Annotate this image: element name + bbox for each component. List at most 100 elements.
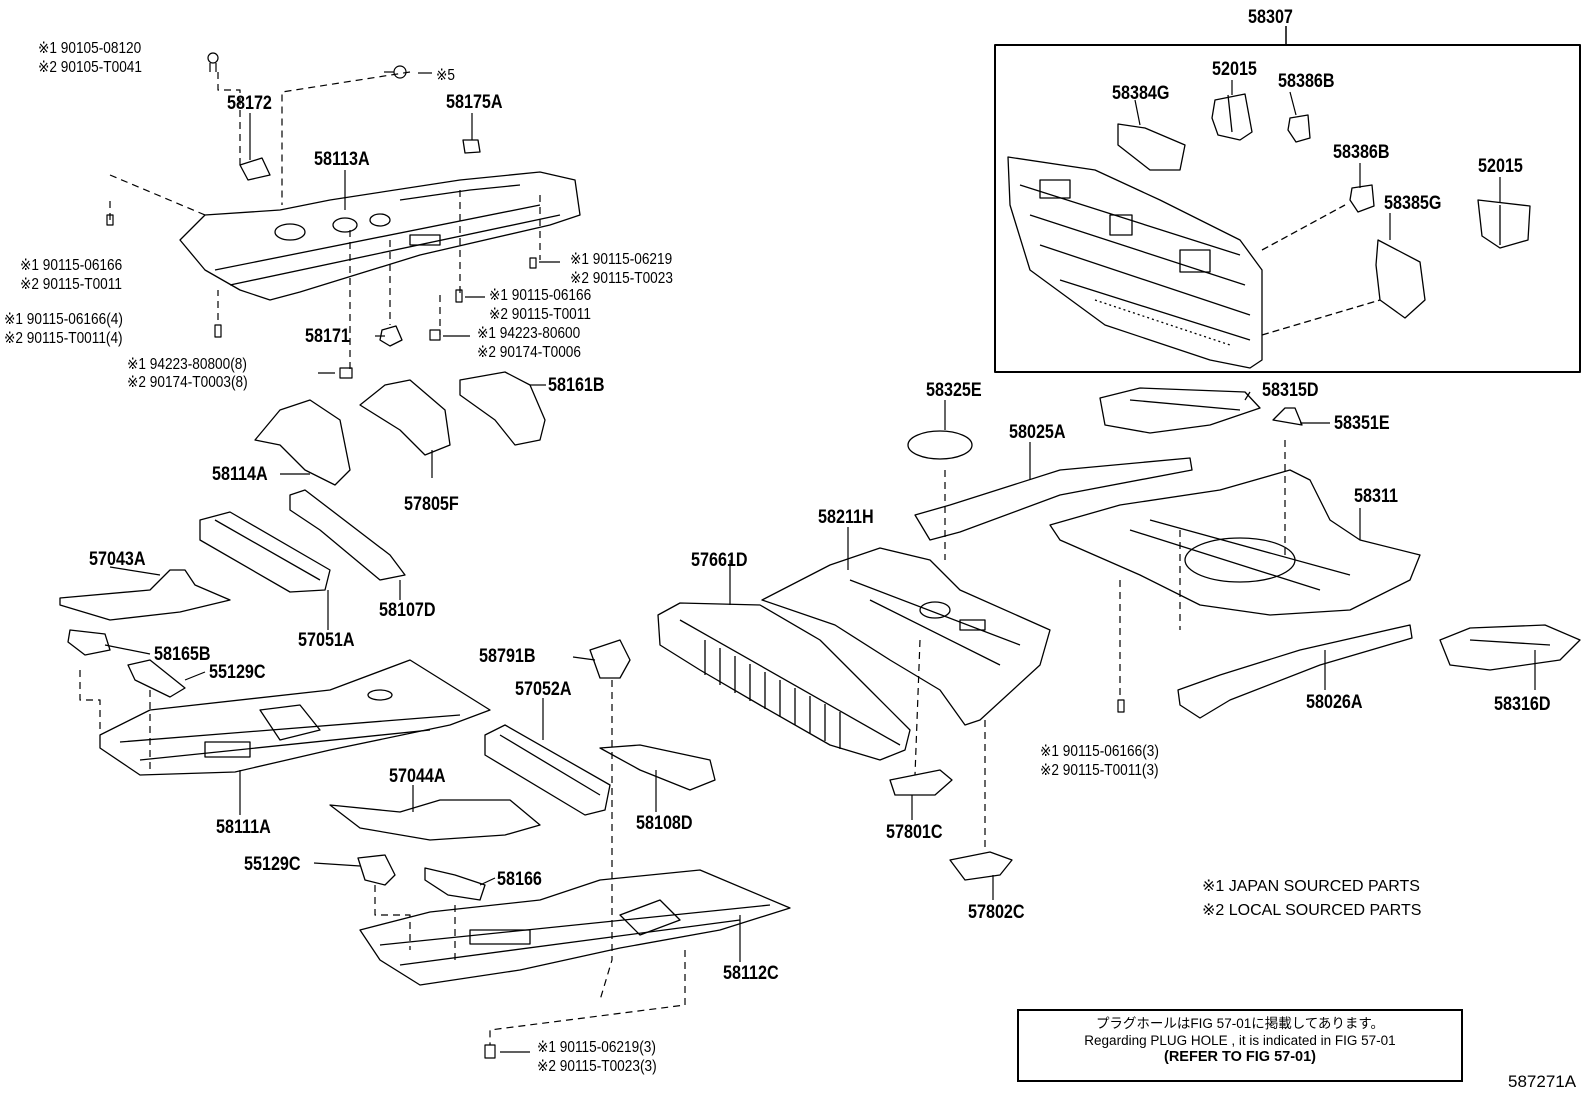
part-label-58791B[interactable]: 58791B	[479, 646, 536, 667]
part-label-58165B[interactable]: 58165B	[154, 644, 211, 665]
panel-58315D	[1099, 387, 1261, 434]
part-label-58307[interactable]: 58307	[1248, 7, 1293, 28]
member-58107D	[289, 489, 406, 581]
part-label-58315D[interactable]: 58315D	[1262, 380, 1319, 401]
fastener-note-5a: ※1 90115-06219	[570, 251, 673, 268]
pad-58175A	[462, 139, 481, 154]
part-label-58211H[interactable]: 58211H	[818, 507, 874, 528]
fastener-note-6a: ※1 90115-06166	[489, 287, 592, 304]
bracket-58385G	[1375, 239, 1426, 319]
note-leaders	[318, 72, 560, 1053]
reference-japanese: プラグホールはFIG 57-01に掲載してあります。	[1095, 1016, 1385, 1031]
fastener-note-10a: ※1 90115-06219(3)	[537, 1039, 656, 1056]
bracket-52015-a	[1211, 93, 1253, 141]
part-label-58112C[interactable]: 58112C	[723, 963, 779, 984]
part-label-58113A[interactable]: 58113A	[314, 149, 370, 170]
bracket-52015-b	[1477, 199, 1531, 249]
fastener-note-6b: ※2 90115-T0011	[489, 306, 591, 323]
part-label-58325E[interactable]: 58325E	[926, 380, 982, 401]
part-label-57052A[interactable]: 57052A	[515, 679, 572, 700]
bracket-58114A	[254, 399, 351, 486]
bracket-57802C	[949, 851, 1013, 881]
part-label-55129C-a[interactable]: 55129C	[209, 662, 266, 683]
bracket-58172	[239, 157, 271, 181]
fastener-note-7a: ※1 94223-80600	[477, 325, 581, 342]
member-57044A	[329, 799, 541, 841]
part-label-57801C[interactable]: 57801C	[886, 822, 943, 843]
part-label-58351E[interactable]: 58351E	[1334, 413, 1390, 434]
member-58026A	[1177, 624, 1413, 719]
part-label-57051A[interactable]: 57051A	[298, 630, 355, 651]
fastener-note-1a: ※1 90105-08120	[38, 40, 142, 57]
part-label-58171[interactable]: 58171	[305, 326, 350, 347]
front-floor-58111A-shape	[99, 659, 491, 776]
part-label-58166[interactable]: 58166	[497, 869, 542, 890]
clip-58386B-a	[1287, 114, 1311, 143]
fastener-note-5b: ※2 90115-T0023	[570, 270, 673, 287]
clip-55129C-a	[127, 659, 186, 698]
cover-58325E	[907, 430, 973, 460]
fastener-note-3b: ※2 90115-T0011	[20, 276, 122, 293]
part-label-58172[interactable]: 58172	[227, 93, 272, 114]
clip-58166	[424, 867, 486, 901]
part-label-57802C[interactable]: 57802C	[968, 902, 1025, 923]
legend-local-sourced: ※2 LOCAL SOURCED PARTS	[1202, 902, 1422, 919]
bracket-58165B	[67, 629, 111, 656]
part-label-58311[interactable]: 58311	[1354, 486, 1399, 507]
member-57043A	[59, 569, 231, 621]
part-label-58111A[interactable]: 58111A	[216, 817, 271, 838]
center-floor-58211H-shape	[761, 547, 1051, 726]
bracket-57805F	[359, 379, 451, 456]
part-label-58316D[interactable]: 58316D	[1494, 694, 1551, 715]
part-label-58025A[interactable]: 58025A	[1009, 422, 1066, 443]
part-label-58384G[interactable]: 58384G	[1112, 83, 1170, 104]
part-label-58386B-b[interactable]: 58386B	[1333, 142, 1390, 163]
figure-id: 587271A	[1508, 1072, 1577, 1091]
part-label-57044A[interactable]: 57044A	[389, 766, 446, 787]
part-label-58026A[interactable]: 58026A	[1306, 692, 1363, 713]
clip-55129C-b	[357, 854, 396, 886]
bracket-58384G	[1117, 123, 1186, 171]
part-label-58175A[interactable]: 58175A	[446, 92, 503, 113]
front-floor-upper-shape	[179, 171, 581, 301]
reference-english: Regarding PLUG HOLE , it is indicated in…	[1084, 1033, 1396, 1048]
part-label-58386B-a[interactable]: 58386B	[1278, 71, 1335, 92]
reference-note-box: プラグホールはFIG 57-01に掲載してあります。 Regarding PLU…	[1017, 1009, 1463, 1082]
part-label-55129C-b[interactable]: 55129C	[244, 854, 301, 875]
plug-58171	[379, 325, 403, 347]
part-label-52015-b[interactable]: 52015	[1478, 156, 1523, 177]
bracket-57801C	[889, 769, 953, 796]
fastener-note-1b: ※2 90105-T0041	[38, 59, 142, 76]
assembly-dashes	[79, 71, 1286, 1045]
part-label-58161B[interactable]: 58161B	[548, 375, 605, 396]
fastener-note-3a: ※1 90115-06166	[20, 257, 123, 274]
part-label-57043A[interactable]: 57043A	[89, 549, 146, 570]
part-label-58114A[interactable]: 58114A	[212, 464, 268, 485]
reference-refer-link[interactable]: (REFER TO FIG 57-01)	[1163, 1049, 1316, 1065]
bolt-icons	[106, 52, 1125, 1059]
clip-58386B-b	[1349, 184, 1375, 213]
part-label-58108D[interactable]: 58108D	[636, 813, 693, 834]
fastener-note-10b: ※2 90115-T0023(3)	[537, 1058, 657, 1075]
rear-panel-shape	[1007, 156, 1263, 369]
part-label-58385G[interactable]: 58385G	[1384, 193, 1442, 214]
front-floor-58112C-shape	[359, 869, 791, 986]
part-label-58107D[interactable]: 58107D	[379, 600, 436, 621]
part-label-57805F[interactable]: 57805F	[404, 494, 459, 515]
fastener-note-4b: ※2 90115-T0011(4)	[4, 330, 123, 347]
legend-japan-sourced: ※1 JAPAN SOURCED PARTS	[1202, 878, 1420, 895]
leader-lines	[104, 80, 1536, 962]
member-57051A	[199, 511, 331, 593]
rear-floor-58311-shape	[1049, 469, 1421, 616]
part-label-52015-a[interactable]: 52015	[1212, 59, 1257, 80]
inset-frame	[994, 44, 1581, 373]
fastener-note-9b: ※2 90115-T0011(3)	[1040, 762, 1159, 779]
member-57661D-shape	[657, 602, 911, 761]
part-label-57661D[interactable]: 57661D	[691, 550, 748, 571]
fastener-note-7b: ※2 90174-T0006	[477, 344, 581, 361]
member-57052A	[484, 724, 611, 816]
fastener-note-4a: ※1 90115-06166(4)	[4, 311, 123, 328]
bracket-58161B	[459, 371, 546, 446]
